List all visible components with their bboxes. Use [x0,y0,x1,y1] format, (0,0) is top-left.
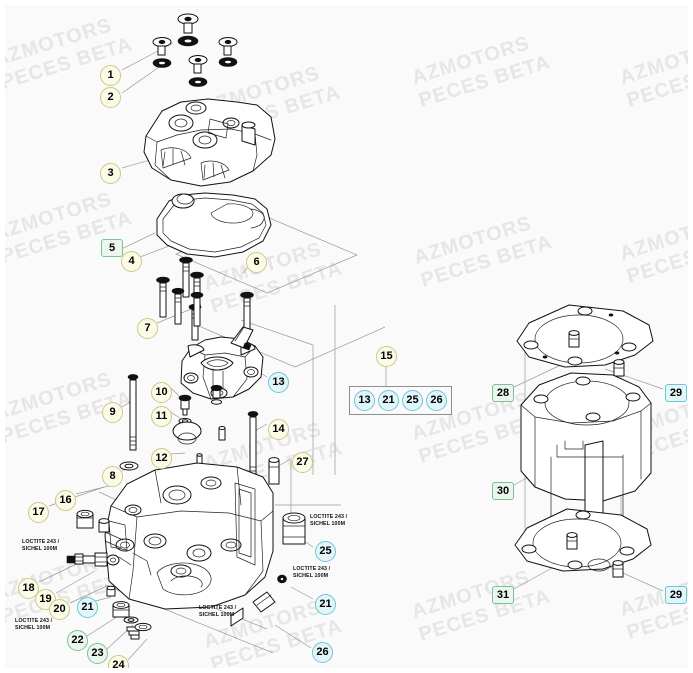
fittings-18-20 [66,552,120,567]
parts-25-26 [230,512,306,627]
callout-22[interactable]: 22 [67,630,88,651]
group-callout-21[interactable]: 21 [378,390,399,411]
callout-2[interactable]: 2 [100,87,121,108]
long-stud-right [247,411,259,480]
head-gasket-28 [516,304,654,377]
callout-13[interactable]: 13 [268,372,289,393]
callout-5[interactable]: 5 [101,239,123,257]
callout-18[interactable]: 18 [18,578,39,599]
callout-16[interactable]: 16 [55,490,76,511]
note-3: LOCTITE 243 / SICHEL 100M [310,514,348,527]
cover-bolts-group [152,13,238,87]
stack-22-24 [112,601,152,640]
callout-7[interactable]: 7 [137,318,158,339]
callout-31[interactable]: 31 [492,586,514,604]
callout-24[interactable]: 24 [108,655,129,668]
callout-21a[interactable]: 21 [77,597,98,618]
group-callout-25[interactable]: 25 [402,390,423,411]
callout-12[interactable]: 12 [151,448,172,469]
callout-4[interactable]: 4 [121,251,142,272]
callout-10[interactable]: 10 [151,382,172,403]
dowel-27 [268,457,280,485]
callout-29b[interactable]: 29 [665,586,687,604]
note-2: LOCTITE 243 / SICHEL 100M [15,618,53,631]
callout-9[interactable]: 9 [102,402,123,423]
callout-27[interactable]: 27 [292,452,313,473]
callout-1[interactable]: 1 [100,65,121,86]
callout-20[interactable]: 20 [49,599,70,620]
camshaft-holder-bolts [156,256,254,341]
base-gasket-31 [514,508,652,578]
cylinder-head [104,462,274,610]
callout-23[interactable]: 23 [87,643,108,664]
callout-17[interactable]: 17 [28,502,49,523]
camshaft-holder [180,336,264,400]
callout-29a[interactable]: 29 [665,384,687,402]
valve-bucket-shim [230,326,254,351]
valve-cover [143,98,276,187]
callout-11[interactable]: 11 [151,406,172,427]
group-callout-13[interactable]: 13 [354,390,375,411]
valve-cover-gasket [156,192,272,258]
bushings-left [76,509,110,533]
callout-8[interactable]: 8 [102,466,123,487]
callout-30[interactable]: 30 [492,482,514,500]
callout-6[interactable]: 6 [246,252,267,273]
technical-line-art [38,13,664,661]
callout-28[interactable]: 28 [492,384,514,402]
callout-26[interactable]: 26 [312,642,333,663]
small-fittings [172,384,226,468]
oring-21-left [106,585,116,597]
long-stud-left [119,374,139,471]
note-4: LOCTITE 243 / SICHEL 100M [293,566,331,579]
note-1: LOCTITE 243 / SICHEL 100M [22,539,60,552]
callout-14[interactable]: 14 [268,419,289,440]
callout-25[interactable]: 25 [315,541,336,562]
group-callout-26[interactable]: 26 [426,390,447,411]
callout-21b[interactable]: 21 [315,594,336,615]
callout-15[interactable]: 15 [376,346,397,367]
note-5: LOCTITE 243 / SICHEL 100M [199,605,237,618]
callout-3[interactable]: 3 [100,163,121,184]
